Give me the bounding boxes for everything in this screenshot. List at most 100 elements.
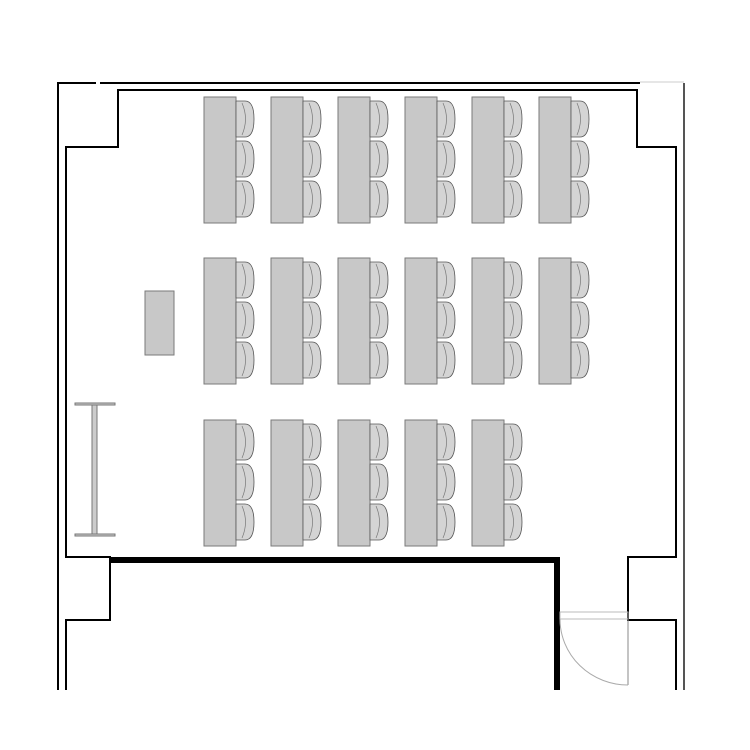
outer-wall-left xyxy=(57,82,640,690)
chair xyxy=(503,180,523,218)
chair-back xyxy=(509,425,514,459)
chair xyxy=(302,100,322,138)
chair-seat xyxy=(570,301,590,339)
chair-seat xyxy=(369,301,389,339)
whiteboard-bottom-bar xyxy=(74,533,116,537)
chair xyxy=(235,423,255,461)
chair-back xyxy=(241,465,246,499)
chair xyxy=(235,140,255,178)
chair-seat xyxy=(436,261,456,299)
chair xyxy=(436,261,456,299)
chair-seat xyxy=(302,180,322,218)
chair-seat xyxy=(503,301,523,339)
chair-seat xyxy=(302,341,322,379)
chair-seat xyxy=(503,261,523,299)
chair-seat xyxy=(235,301,255,339)
chair-seat xyxy=(503,180,523,218)
chair-seat xyxy=(570,100,590,138)
chair-seat xyxy=(369,261,389,299)
chair xyxy=(369,423,389,461)
chair-back xyxy=(308,263,313,297)
chair-seat xyxy=(436,180,456,218)
chair-back xyxy=(241,263,246,297)
desk xyxy=(270,257,304,385)
chair xyxy=(503,463,523,501)
walls xyxy=(57,81,685,690)
chair-back xyxy=(241,142,246,176)
chair-seat xyxy=(436,341,456,379)
chair-back xyxy=(509,102,514,136)
chair xyxy=(302,180,322,218)
chair xyxy=(235,301,255,339)
desk-group xyxy=(471,419,523,547)
chair-seat xyxy=(436,301,456,339)
chair-back xyxy=(509,465,514,499)
chair-seat xyxy=(369,423,389,461)
chair xyxy=(503,503,523,541)
chair-seat xyxy=(570,140,590,178)
chair-seat xyxy=(503,463,523,501)
chair-back xyxy=(509,505,514,539)
chair-back xyxy=(241,343,246,377)
chair-seat xyxy=(436,463,456,501)
whiteboard-panel xyxy=(91,404,98,535)
chair-back xyxy=(442,343,447,377)
chair xyxy=(369,261,389,299)
instructor-table xyxy=(144,290,175,356)
chair-back xyxy=(375,505,380,539)
chair-back xyxy=(509,182,514,216)
chair-back xyxy=(576,142,581,176)
desk-group xyxy=(203,257,255,385)
chair xyxy=(235,180,255,218)
chair xyxy=(369,463,389,501)
door xyxy=(559,611,629,686)
chair-seat xyxy=(503,503,523,541)
chair-back xyxy=(576,182,581,216)
chair-back xyxy=(241,303,246,337)
chair xyxy=(436,100,456,138)
desk-group xyxy=(203,419,255,547)
chair xyxy=(235,463,255,501)
chair-seat xyxy=(570,180,590,218)
chair-back xyxy=(375,465,380,499)
desk-group xyxy=(404,257,456,385)
chair-back xyxy=(375,182,380,216)
chair-seat xyxy=(369,100,389,138)
chair-back xyxy=(241,182,246,216)
chair xyxy=(503,261,523,299)
chair-seat xyxy=(369,140,389,178)
desk xyxy=(270,419,304,547)
desk-group xyxy=(404,96,456,224)
chair-seat xyxy=(570,341,590,379)
chair-seat xyxy=(235,341,255,379)
chair-back xyxy=(241,102,246,136)
chair xyxy=(436,503,456,541)
whiteboard xyxy=(74,402,116,537)
desk xyxy=(471,257,505,385)
chair-seat xyxy=(503,140,523,178)
chair xyxy=(235,341,255,379)
chair-back xyxy=(308,343,313,377)
chair xyxy=(503,140,523,178)
chair-seat xyxy=(570,261,590,299)
chair-seat xyxy=(235,140,255,178)
chair-back xyxy=(442,425,447,459)
chair xyxy=(369,180,389,218)
desk xyxy=(203,96,237,224)
chair-seat xyxy=(235,423,255,461)
chair-seat xyxy=(369,503,389,541)
chair-back xyxy=(509,303,514,337)
chair-back xyxy=(308,102,313,136)
chair-back xyxy=(576,343,581,377)
chair-seat xyxy=(302,301,322,339)
chair xyxy=(570,301,590,339)
chair xyxy=(503,341,523,379)
chair xyxy=(503,423,523,461)
chair xyxy=(503,100,523,138)
chair-seat xyxy=(235,180,255,218)
chair-seat xyxy=(235,100,255,138)
chair xyxy=(570,341,590,379)
chair xyxy=(503,301,523,339)
desk-group xyxy=(337,419,389,547)
chair xyxy=(436,463,456,501)
